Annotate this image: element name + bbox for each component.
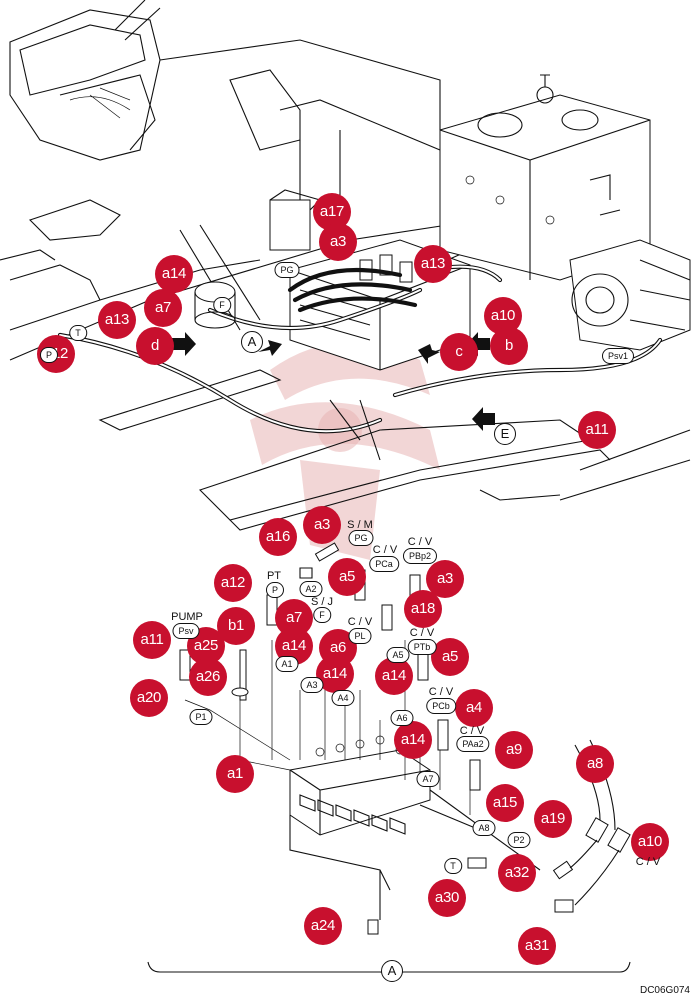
port-label-f-mid: F	[313, 607, 331, 623]
callout-a10-bottom[interactable]: a10	[631, 823, 669, 861]
callout-a24[interactable]: a24	[304, 907, 342, 945]
label-joystick: S / J	[310, 596, 334, 608]
label-control-valve-2: C / V	[407, 536, 433, 548]
callout-a3-mid[interactable]: a3	[303, 506, 341, 544]
label-pump: PUMP	[171, 611, 203, 623]
port-label-pca: PCa	[369, 556, 399, 572]
label-pt: PT	[266, 570, 282, 582]
view-marker-e: E	[494, 423, 516, 445]
callout-a1[interactable]: a1	[216, 755, 254, 793]
port-label-ptb: PTb	[407, 639, 437, 655]
callout-a16[interactable]: a16	[259, 518, 297, 556]
pilot-manifold-detail	[289, 735, 541, 920]
port-label-psv: Psv	[172, 623, 200, 639]
port-label-a4: A4	[331, 690, 355, 706]
port-label-a6: A6	[390, 710, 414, 726]
callout-a30[interactable]: a30	[428, 879, 466, 917]
operator-seat	[9, 0, 161, 161]
port-label-p1: P1	[189, 709, 213, 725]
fittings	[179, 542, 631, 935]
callout-a5-right[interactable]: a5	[431, 638, 469, 676]
callout-a8[interactable]: a8	[576, 745, 614, 783]
label-control-valve-4: C / V	[409, 627, 435, 639]
callout-a26[interactable]: a26	[189, 658, 227, 696]
port-label-t-bottom: T	[444, 858, 462, 874]
port-label-a8: A8	[472, 820, 496, 836]
port-label-paa2: PAa2	[456, 736, 490, 752]
callout-a31[interactable]: a31	[518, 927, 556, 965]
callout-a3-top[interactable]: a3	[319, 223, 357, 261]
callout-a12-mid[interactable]: a12	[214, 564, 252, 602]
callout-a13-left[interactable]: a13	[98, 301, 136, 339]
label-control-valve-3: C / V	[347, 616, 373, 628]
view-label-a: A	[381, 960, 403, 982]
port-label-p2: P2	[507, 832, 531, 848]
callout-a14-top[interactable]: a14	[155, 255, 193, 293]
label-control-valve-1: C / V	[372, 544, 398, 556]
hydraulic-pump	[569, 239, 691, 351]
port-label-a1: A1	[275, 656, 299, 672]
callout-a19[interactable]: a19	[534, 800, 572, 838]
callout-a11-top[interactable]: a11	[578, 411, 616, 449]
callout-d[interactable]: d	[136, 327, 174, 365]
port-label-a5: A5	[386, 647, 410, 663]
port-label-f-top: F	[213, 297, 231, 313]
callout-b[interactable]: b	[490, 327, 528, 365]
callout-a15[interactable]: a15	[486, 784, 524, 822]
port-label-pg-mid: PG	[348, 530, 374, 546]
port-label-pg-top: PG	[274, 262, 300, 278]
callout-a4[interactable]: a4	[455, 689, 493, 727]
callout-a7-top[interactable]: a7	[144, 289, 182, 327]
callout-a14-mid3[interactable]: a14	[375, 657, 413, 695]
port-label-t-top: T	[69, 325, 87, 341]
label-control-valve-6: C / V	[459, 725, 485, 737]
label-control-valve-5: C / V	[428, 686, 454, 698]
callout-a5-mid[interactable]: a5	[328, 558, 366, 596]
callout-c[interactable]: c	[440, 333, 478, 371]
port-label-a3: A3	[300, 677, 324, 693]
callout-a14-mid4[interactable]: a14	[394, 721, 432, 759]
port-label-pcb: PCb	[426, 698, 456, 714]
leader-lines	[184, 640, 471, 815]
label-control-valve-7: C / V	[635, 856, 661, 868]
callout-a13-top[interactable]: a13	[414, 245, 452, 283]
callout-a9[interactable]: a9	[495, 731, 533, 769]
callout-a32[interactable]: a32	[498, 854, 536, 892]
callout-a18[interactable]: a18	[404, 590, 442, 628]
callout-a20[interactable]: a20	[130, 679, 168, 717]
drawing-code: DC06G074	[639, 985, 690, 996]
port-label-psv1: Psv1	[601, 348, 635, 364]
callout-a25[interactable]: a25	[187, 627, 225, 665]
callout-a11-mid[interactable]: a11	[133, 621, 171, 659]
port-label-a2: A2	[299, 581, 323, 597]
port-label-p-top: P	[39, 347, 59, 363]
view-marker-a: A	[241, 331, 263, 353]
port-label-pbp2: PBp2	[402, 548, 438, 564]
label-swing-motor: S / M	[347, 519, 373, 531]
port-label-p-mid: P	[265, 582, 285, 598]
port-label-a7: A7	[416, 771, 440, 787]
port-label-pl: PL	[348, 628, 372, 644]
